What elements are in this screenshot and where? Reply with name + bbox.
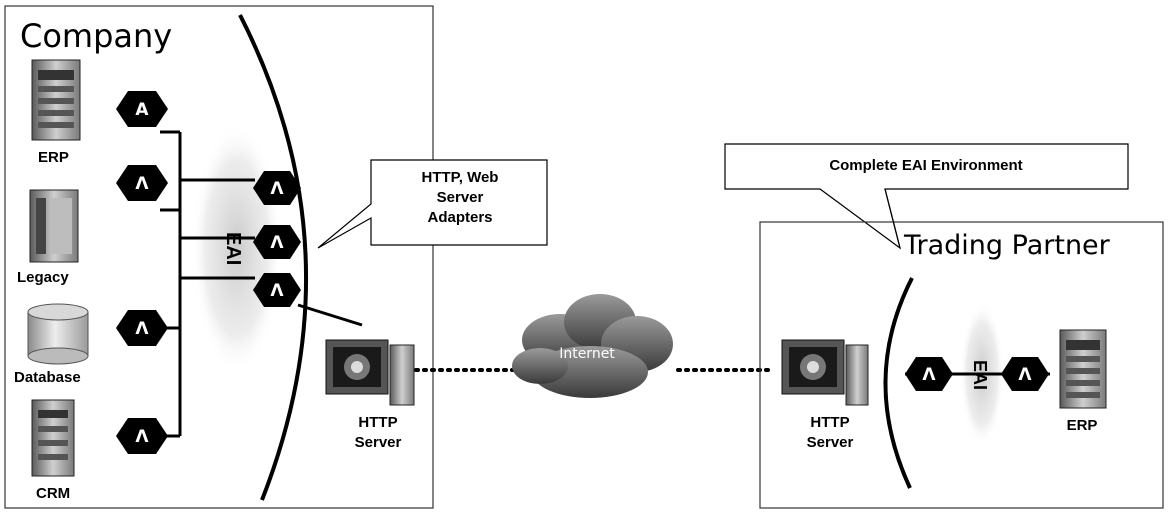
- company-title: Company: [20, 17, 172, 55]
- adapter-database-label: Λ: [135, 319, 149, 339]
- partner-title: Trading Partner: [903, 230, 1111, 261]
- adapter-erp: A: [116, 91, 168, 127]
- internet-label: Internet: [559, 346, 615, 362]
- erp-server-icon: [31, 59, 81, 141]
- adapter-legacy-label: Λ: [135, 174, 149, 194]
- company-eai-label: EAI: [222, 232, 244, 265]
- partner-http-label-2: Server: [807, 434, 854, 451]
- partner-http-server-icon: [781, 339, 869, 406]
- adapter-database: Λ: [116, 310, 168, 346]
- callout-web-line-1: HTTP, Web: [422, 169, 499, 186]
- company-http-server-icon: [325, 339, 415, 406]
- adapter-web-2-label: Λ: [270, 233, 284, 253]
- callout-complete-env-text: Complete EAI Environment: [829, 157, 1022, 174]
- partner-arc: [883, 277, 914, 489]
- adapter-web-3-label: Λ: [270, 281, 284, 301]
- company-arc: [238, 14, 309, 501]
- company-http-label-2: Server: [355, 434, 402, 451]
- callout-web-line-2: Server: [437, 189, 484, 206]
- adapter-erp-label: A: [135, 100, 149, 120]
- partner-erp-label: ERP: [1067, 417, 1098, 434]
- company-backbone: [160, 130, 363, 438]
- company-http-label-1: HTTP: [358, 414, 397, 431]
- adapter-web-1: Λ: [253, 171, 301, 205]
- legacy-label: Legacy: [17, 269, 69, 286]
- partner-adapter-1: Λ: [905, 357, 953, 391]
- adapter-crm-label: Λ: [135, 427, 149, 447]
- legacy-server-icon: [29, 189, 79, 263]
- database-label: Database: [14, 369, 81, 386]
- adapter-web-2: Λ: [253, 225, 301, 259]
- erp-label: ERP: [38, 149, 69, 166]
- callout-web-line-3: Adapters: [427, 209, 492, 226]
- callout-web-adapters: HTTP, Web Server Adapters: [317, 159, 548, 249]
- adapter-crm: Λ: [116, 418, 168, 454]
- partner-adapter-2-label: Λ: [1018, 365, 1032, 385]
- adapter-legacy: Λ: [116, 165, 168, 201]
- crm-server-icon: [31, 399, 75, 477]
- crm-label: CRM: [36, 485, 70, 502]
- partner-panel: Trading Partner: [759, 188, 1164, 509]
- partner-adapter-2: Λ: [1001, 357, 1049, 391]
- database-icon: [27, 303, 89, 365]
- adapter-web-3: Λ: [253, 273, 301, 307]
- internet-cloud-icon: [512, 294, 673, 398]
- company-panel: Company: [4, 5, 434, 509]
- partner-adapter-1-label: Λ: [922, 365, 936, 385]
- partner-http-label-1: HTTP: [810, 414, 849, 431]
- adapter-web-1-label: Λ: [270, 179, 284, 199]
- partner-erp-server-icon: [1059, 329, 1107, 409]
